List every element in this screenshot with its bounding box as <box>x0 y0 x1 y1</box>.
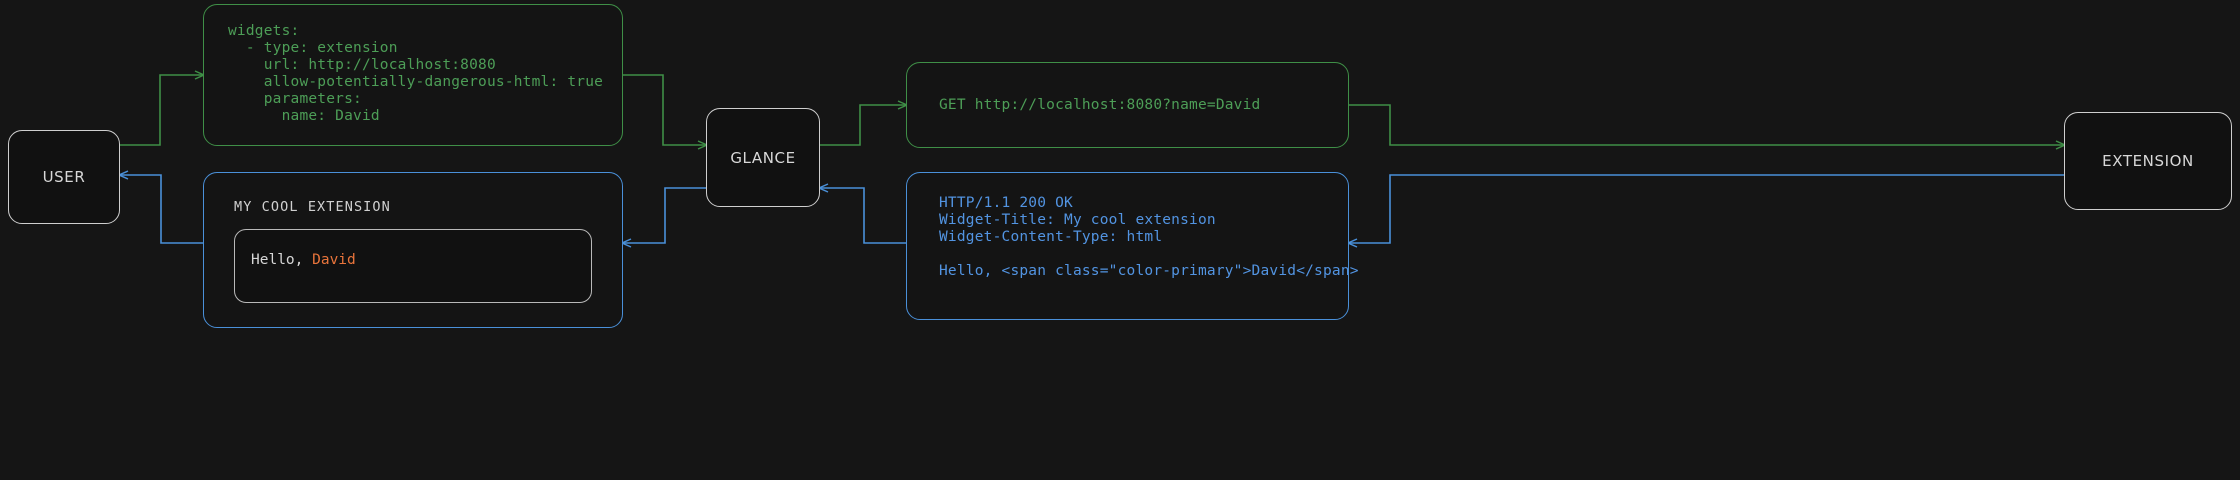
widget-preview-body: Hello, David <box>234 229 592 303</box>
node-user-label: USER <box>42 168 86 186</box>
config-yaml-code: widgets: - type: extension url: http://l… <box>228 23 604 124</box>
node-extension-label: EXTENSION <box>2102 152 2194 170</box>
http-response-panel: HTTP/1.1 200 OK Widget-Title: My cool ex… <box>906 172 1359 320</box>
node-glance-label: GLANCE <box>730 148 796 167</box>
widget-preview-panel: MY COOL EXTENSION Hello, David <box>203 172 623 328</box>
node-glance[interactable]: GLANCE <box>706 108 820 207</box>
node-extension[interactable]: EXTENSION <box>2064 112 2232 210</box>
widget-name-value: David <box>312 252 356 268</box>
config-yaml-panel: widgets: - type: extension url: http://l… <box>203 4 623 146</box>
http-response-code: HTTP/1.1 200 OK Widget-Title: My cool ex… <box>939 195 1359 279</box>
widget-greeting-text: Hello, <box>251 252 313 268</box>
http-request-panel: GET http://localhost:8080?name=David <box>906 62 1349 148</box>
node-user[interactable]: USER <box>8 130 120 224</box>
http-request-code: GET http://localhost:8080?name=David <box>939 96 1261 113</box>
widget-preview-title: MY COOL EXTENSION <box>234 199 391 215</box>
